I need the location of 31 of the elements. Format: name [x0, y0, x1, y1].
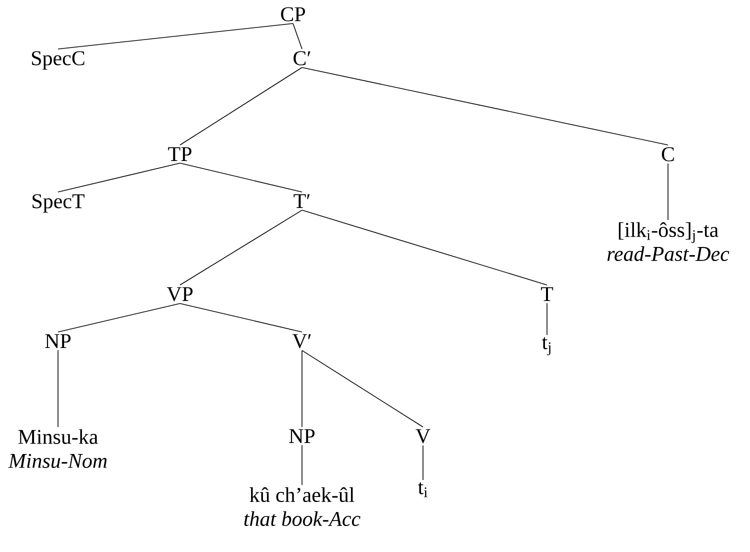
tree-branch	[302, 210, 548, 286]
glossed-word: kû ch’aek-ûl that book-Acc	[244, 487, 360, 526]
tree-label: CP	[281, 7, 305, 22]
tree-branch	[302, 67, 668, 146]
tree-label: T′	[294, 194, 310, 208]
tree-branch	[58, 303, 180, 332]
tree-branch	[302, 350, 424, 428]
tree-label: SpecC	[32, 51, 84, 70]
tree-label: V	[416, 429, 430, 444]
tree-label: C′	[294, 51, 310, 66]
tree-branch	[180, 162, 302, 192]
tree-label: t$_{j}$	[542, 337, 550, 356]
tree-label: T	[540, 287, 554, 301]
tree-label: C	[662, 147, 674, 162]
tree-label: NP	[289, 429, 315, 443]
tree-label: SpecT	[32, 194, 84, 213]
tree-branch	[58, 162, 180, 192]
tree-branch	[546, 302, 548, 336]
tree-branch	[180, 210, 302, 286]
tree-label: V′	[292, 334, 311, 348]
tree-branch	[180, 303, 302, 332]
tree-branch	[58, 23, 294, 50]
tree-label: TP	[168, 147, 192, 161]
tree-label: NP	[45, 334, 71, 348]
glossed-word: [ilk$_{i}$-ôss]$_{j}$-ta read-Past-Dec	[607, 222, 730, 262]
tree-label: VP	[166, 287, 193, 302]
tree-label: t$_{i}$	[418, 482, 428, 498]
glossed-word: Minsu-ka Minsu-Nom	[8, 429, 107, 468]
tree-branch	[422, 445, 424, 480]
tree-branch	[292, 23, 302, 50]
tree-branch	[180, 67, 302, 146]
